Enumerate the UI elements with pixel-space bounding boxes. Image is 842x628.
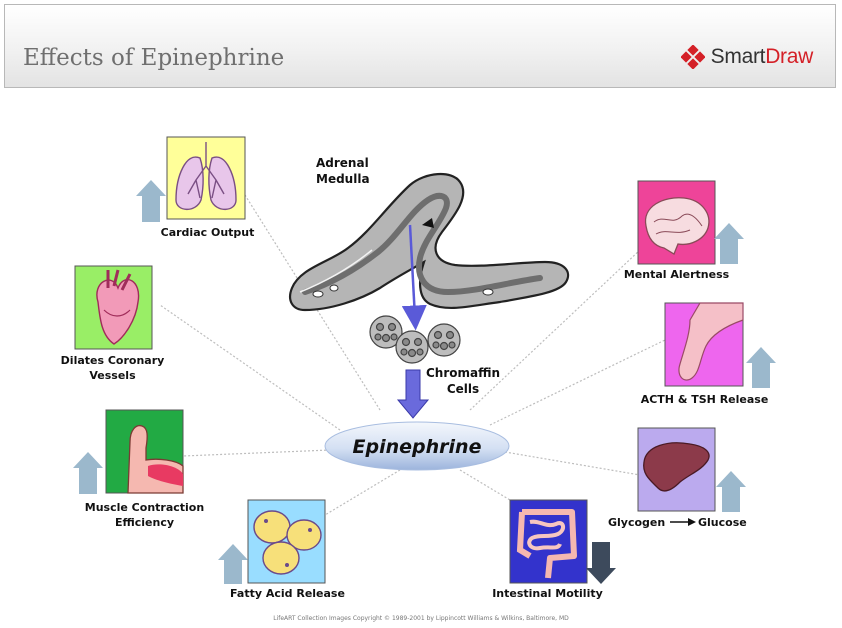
fat-cells-icon xyxy=(247,499,326,584)
fatty-acid-up-arrow xyxy=(218,544,248,584)
copyright-footer: LifeART Collection Images Copyright © 19… xyxy=(273,615,569,622)
adrenal-medulla-label: Adrenal Medulla xyxy=(316,156,370,186)
effect-label-muscle-contraction: Muscle Contraction Efficiency xyxy=(84,501,205,529)
muscle-up-arrow xyxy=(73,452,103,494)
smartdraw-diamond-icon xyxy=(680,45,705,69)
smartdraw-logo: SmartDraw xyxy=(680,45,814,69)
brain-icon xyxy=(637,180,716,265)
acth-tsh-up-arrow xyxy=(746,347,776,388)
gland-to-cells-arrow xyxy=(401,224,427,331)
connector-liver xyxy=(504,451,641,476)
logo-text-draw: Draw xyxy=(765,45,813,68)
effect-label-glucose: Glucose xyxy=(698,516,747,529)
heart-icon xyxy=(74,265,153,350)
chromaffin-cells-label: Chromaffin Cells xyxy=(426,366,501,396)
intestine-icon xyxy=(509,499,588,584)
glycogen-to-glucose-arrowhead xyxy=(688,518,696,526)
cells-to-epinephrine-arrow xyxy=(396,369,430,419)
glucose-up-arrow xyxy=(716,471,746,512)
logo-text: SmartDraw xyxy=(710,45,814,69)
effect-label-acth-tsh: ACTH & TSH Release xyxy=(640,393,769,406)
connector-muscle xyxy=(182,449,331,457)
cardiac-output-up-arrow xyxy=(136,180,166,222)
header-banner: Effects of Epinephrine SmartDraw xyxy=(4,4,836,88)
connector-coronary xyxy=(159,304,341,431)
logo-text-smart: Smart xyxy=(710,45,766,68)
effect-label-intestinal-motility: Intestinal Motility xyxy=(492,587,603,600)
effect-label-dilates-coronary: Dilates Coronary Vessels xyxy=(60,354,165,382)
pituitary-icon xyxy=(664,302,744,387)
epinephrine-node xyxy=(324,421,510,471)
connector-pituitary xyxy=(489,339,666,426)
adrenal-medulla-icon xyxy=(288,173,570,312)
epinephrine-label: Epinephrine xyxy=(353,436,482,458)
effect-label-glycogen: Glycogen xyxy=(608,516,666,529)
effect-label-fatty-acid: Fatty Acid Release xyxy=(230,587,345,600)
liver-icon xyxy=(637,427,716,512)
intestinal-motility-down-arrow xyxy=(586,542,616,584)
connector-brain xyxy=(469,249,641,411)
lungs-icon xyxy=(166,136,246,220)
mental-alertness-up-arrow xyxy=(714,223,744,264)
chromaffin-cells-icon xyxy=(369,315,461,364)
effect-label-cardiac-output: Cardiac Output xyxy=(160,226,255,239)
arm-muscle-icon xyxy=(105,409,184,494)
page-title: Effects of Epinephrine xyxy=(23,45,285,71)
effect-label-mental-alertness: Mental Alertness xyxy=(623,268,730,281)
